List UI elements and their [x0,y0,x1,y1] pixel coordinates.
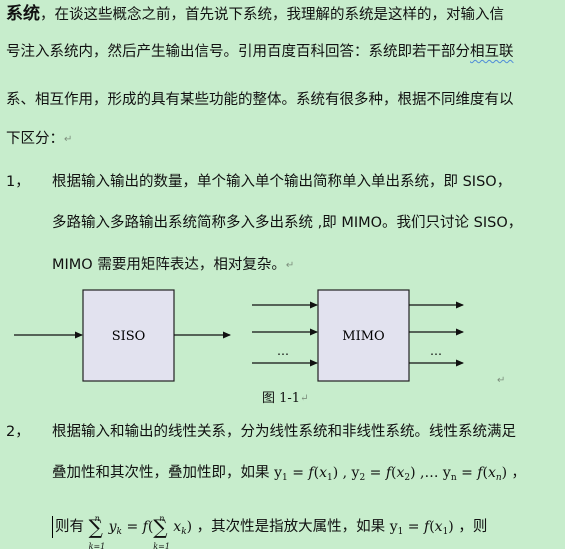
mimo-output-ellipsis: … [430,344,442,358]
item1-line-2: 多路输入多路输出系统简称多入多出系统 ,即 MIMO。我们只讨论 SISO， [52,215,523,231]
item2-line-3-prefix: 则有 [55,519,84,535]
paragraph-mark: ↵ [300,393,309,404]
paragraph-mark: ↵ [64,134,73,145]
figure-siso-mimo-diagram: SISO … MIMO … ↵ [14,289,505,386]
intro-line-4-text: 下区分： [6,131,64,147]
intro-line-2: 号注入系统内，然后产生输出信号。引用百度百科回答：系统即若干部分相互联 [6,42,514,62]
item1-line-1: 根据输入输出的数量，单个输入单个输出简称单入单出系统，即 SISO， [52,174,512,190]
superposition-formula: y1 = f(x1) , y2 = f(x2) ,… yn = f(xn) ， [274,465,526,483]
intro-line-2-text: 号注入系统内，然后产生输出信号。引用百度百科回答：系统即若干部分 [6,44,470,60]
item1-line-3: MIMO 需要用矩阵表达，相对复杂。↵ [52,255,294,276]
item2-line-1: 根据输入和输出的线性关系，分为线性系统和非线性系统。线性系统满足 [52,424,516,440]
sum-symbol-right: n∑k=1 [153,514,170,549]
figure-caption-text: 图 1-1 [262,391,301,406]
list-number-2: 2， [6,424,30,440]
mimo-input-ellipsis: … [277,344,289,358]
section-title: 系统 [6,4,40,24]
item1-line-3-text: MIMO 需要用矩阵表达，相对复杂。 [52,257,286,273]
intro-line-1-text: ，在谈这些概念之前，首先说下系统，我理解的系统是这样的，对输入信 [40,7,504,23]
mimo-diagram: … MIMO … [252,289,464,382]
item2-line-3-suffix: ，则 [458,519,488,535]
item2-line-2-text: 叠加性和其次性，叠加性即，如果 [52,465,270,481]
siso-diagram: SISO [14,289,231,382]
intro-line-3: 系、相互作用，形成的具有某些功能的整体。系统有很多种，根据不同维度有以 [6,92,514,108]
siso-label: SISO [112,329,146,344]
intro-line-1: 系统，在谈这些概念之前，首先说下系统，我理解的系统是这样的，对输入信 [6,4,504,25]
item2-line-3-middle: ，其次性是指放大属性，如果 [196,519,386,535]
spellcheck-underlined-text: 相互联 [470,44,514,60]
text-cursor[interactable] [52,516,53,538]
intro-line-4: 下区分：↵ [6,129,72,150]
mimo-label: MIMO [342,329,384,344]
item2-line-2: 叠加性和其次性，叠加性即，如果 y1 = f(x1) , y2 = f(x2) … [52,463,526,488]
homogeneity-formula: y1 = f(x1) [389,519,454,537]
sum-symbol-left: n∑k=1 [88,514,106,549]
figure-caption: 图 1-1↵ [262,390,308,408]
paragraph-mark: ↵ [285,260,295,271]
list-number-1: 1， [6,174,30,190]
mimo-box [317,289,410,382]
paragraph-mark: ↵ [497,375,505,386]
